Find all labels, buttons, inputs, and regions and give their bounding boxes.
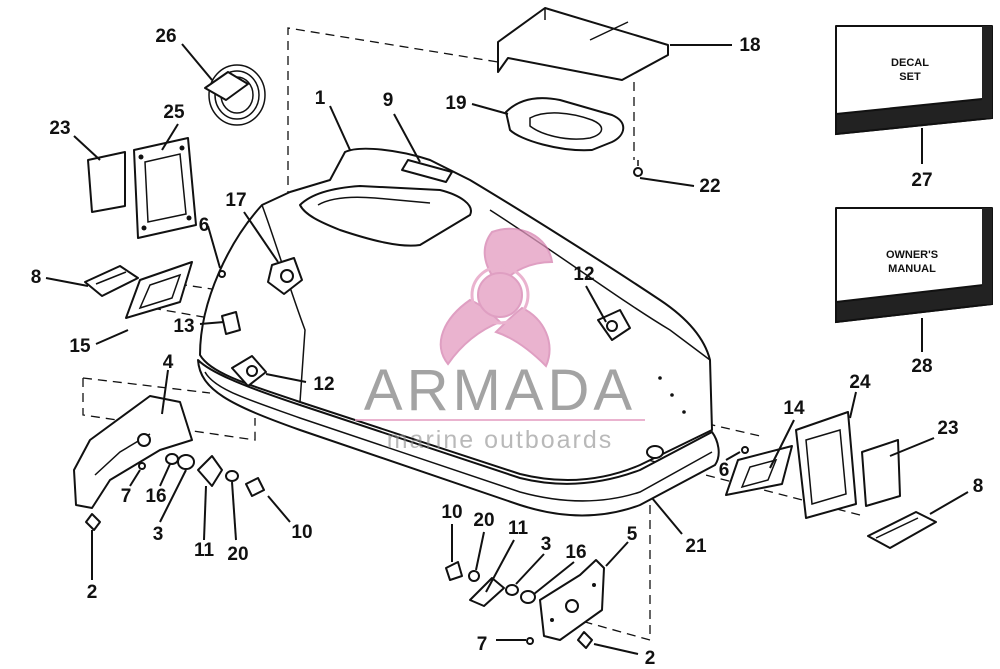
- callout-10-left: 10: [291, 522, 312, 543]
- callout-2-right: 2: [645, 648, 656, 669]
- callout-12-front: 12: [313, 374, 334, 395]
- handle-part-8-left: [84, 265, 139, 297]
- hardware-left: [85, 453, 265, 531]
- callout-3-left: 3: [153, 524, 164, 545]
- plug-part-13: [221, 311, 241, 335]
- callout-9: 9: [383, 90, 394, 111]
- callout-21: 21: [685, 536, 707, 557]
- gasket-part-24: [795, 411, 857, 519]
- screw-part-6-left: [218, 270, 226, 278]
- grommet-part-17: [267, 257, 303, 295]
- callout-22: 22: [699, 176, 720, 197]
- callout-28: 28: [911, 356, 932, 377]
- callout-11-left: 11: [194, 540, 215, 561]
- callout-4: 4: [163, 352, 174, 373]
- callout-24: 24: [849, 372, 871, 393]
- screw-part-22: [633, 160, 643, 177]
- callout-20-left: 20: [227, 544, 248, 565]
- callout-3-right: 3: [541, 534, 552, 555]
- manual-box-line1: OWNER'S: [886, 249, 938, 261]
- callout-6-left: 6: [199, 215, 210, 236]
- callout-19: 19: [445, 93, 466, 114]
- bracket-part-4: [73, 395, 193, 509]
- callout-26: 26: [155, 26, 176, 47]
- callout-5: 5: [627, 524, 638, 545]
- plate-part-15: [125, 261, 193, 319]
- grommet-part-12-front: [231, 355, 267, 387]
- callout-2-left: 2: [87, 582, 98, 603]
- decal-part-23-left: [87, 151, 126, 213]
- handle-part-8-right: [867, 511, 937, 549]
- callout-18: 18: [739, 35, 760, 56]
- callout-13: 13: [173, 316, 194, 337]
- decal-box-line1: DECAL: [891, 57, 929, 69]
- callout-10-right: 10: [441, 502, 462, 523]
- callout-15: 15: [69, 336, 91, 357]
- callout-12-right: 12: [573, 264, 594, 285]
- grommet-part-12-right: [597, 309, 631, 341]
- callout-8-left: 8: [31, 267, 42, 288]
- callout-7-left: 7: [121, 486, 132, 507]
- harness-coil-part-26: [204, 64, 266, 126]
- callout-16-left: 16: [145, 486, 166, 507]
- callout-20-right: 20: [473, 510, 494, 531]
- watermark-title: ARMADA: [364, 358, 636, 423]
- owners-manual-box: OWNER'S MANUAL: [835, 207, 993, 324]
- callout-1: 1: [315, 88, 326, 109]
- propeller-logo: [439, 227, 554, 368]
- callout-23-left: 23: [49, 118, 70, 139]
- callout-11-right: 11: [508, 518, 529, 539]
- decal-part-23-right: [861, 439, 901, 507]
- callout-16-right: 16: [565, 542, 586, 563]
- callout-8-right: 8: [973, 476, 984, 497]
- watermark-subtitle: marine outboards: [387, 426, 614, 454]
- bezel-ring-part-19: [505, 97, 625, 152]
- screw-part-6-right: [741, 446, 749, 454]
- armada-watermark: ARMADA marine outboards: [355, 227, 645, 454]
- gasket-part-25: [133, 137, 197, 239]
- callout-14: 14: [783, 398, 805, 419]
- callout-numbers: 1 2 2 3 3 4 5 6 6 7 7 8 8 9 10 10 11 11 …: [31, 26, 984, 669]
- leader-lines: [45, 43, 969, 655]
- decal-set-box: DECAL SET: [835, 25, 993, 136]
- top-plate-part-18: [497, 7, 669, 81]
- callout-27: 27: [911, 170, 932, 191]
- bracket-part-5: [539, 559, 605, 641]
- callout-17: 17: [225, 190, 246, 211]
- decal-box-line2: SET: [899, 71, 921, 83]
- callout-7-right: 7: [477, 634, 488, 655]
- callout-25: 25: [163, 102, 185, 123]
- manual-box-line2: MANUAL: [888, 263, 936, 275]
- callout-23-right: 23: [937, 418, 958, 439]
- callout-6-right: 6: [719, 460, 730, 481]
